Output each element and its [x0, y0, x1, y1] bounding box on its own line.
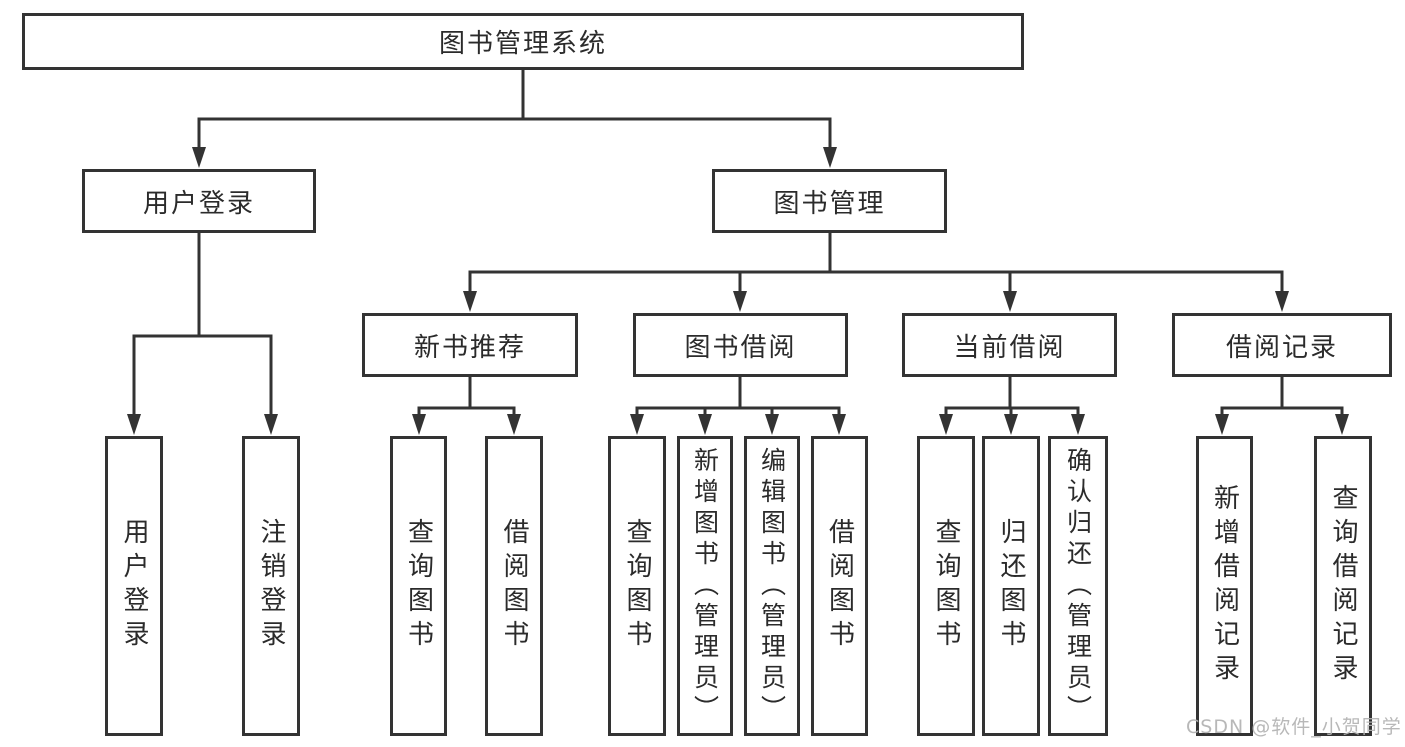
- leaf-confirm-return-admin: 确认归还（管理员）: [1048, 436, 1108, 736]
- connector-edges: [132, 70, 1344, 418]
- leaf-add-book-admin: 新增图书（管理员）: [677, 436, 733, 736]
- node-current-borrow: 当前借阅: [902, 313, 1117, 377]
- leaf-edit-book-admin: 编辑图书（管理员）: [744, 436, 800, 736]
- node-book-borrow: 图书借阅: [633, 313, 848, 377]
- arrowhead-icons: [127, 147, 1349, 435]
- leaf-add-borrow-record: 新增借阅记录: [1196, 436, 1253, 736]
- leaf-query-borrow-record: 查询借阅记录: [1314, 436, 1372, 736]
- leaf-user-login: 用户登录: [105, 436, 163, 736]
- node-borrow-record: 借阅记录: [1172, 313, 1392, 377]
- node-user-login: 用户登录: [82, 169, 316, 233]
- node-new-book-recommend: 新书推荐: [362, 313, 578, 377]
- leaf-query-books-recommend: 查询图书: [390, 436, 447, 736]
- node-book-management: 图书管理: [712, 169, 947, 233]
- leaf-query-books-current: 查询图书: [917, 436, 975, 736]
- leaf-logout: 注销登录: [242, 436, 300, 736]
- node-root: 图书管理系统: [22, 13, 1024, 70]
- leaf-query-books-borrow: 查询图书: [608, 436, 666, 736]
- leaf-borrow-books-borrow: 借阅图书: [811, 436, 868, 736]
- leaf-borrow-books-recommend: 借阅图书: [485, 436, 543, 736]
- leaf-return-book: 归还图书: [982, 436, 1040, 736]
- watermark: CSDN @软件_小贺同学: [1186, 716, 1402, 738]
